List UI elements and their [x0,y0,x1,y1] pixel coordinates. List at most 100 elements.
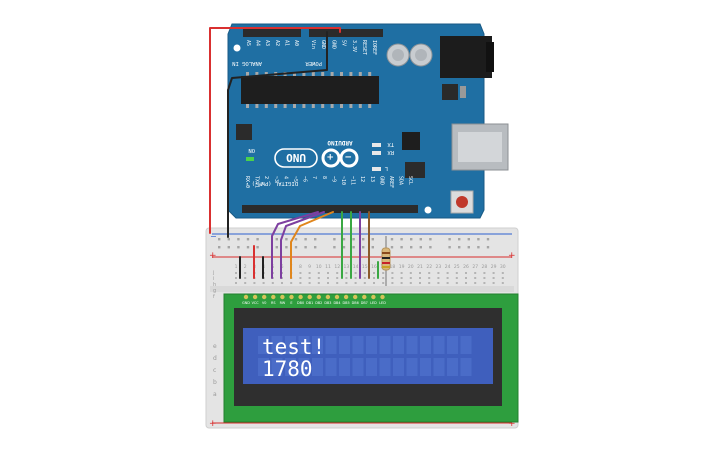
tie-hole[interactable] [317,272,320,274]
lcd-pin[interactable] [280,294,285,300]
rail-hole[interactable] [477,238,480,241]
tie-hole[interactable] [382,282,385,284]
rail-hole[interactable] [304,238,307,241]
rail-hole[interactable] [314,238,317,241]
tie-hole[interactable] [501,277,504,279]
tie-hole[interactable] [373,282,375,284]
rail-hole[interactable] [314,246,317,249]
tie-hole[interactable] [465,277,467,279]
tie-hole[interactable] [336,272,339,274]
tie-hole[interactable] [483,272,486,274]
tie-hole[interactable] [363,272,366,274]
rail-hole[interactable] [400,238,403,241]
rail-hole[interactable] [486,238,490,241]
rail-hole[interactable] [237,238,240,241]
rail-hole[interactable] [362,246,365,249]
tie-hole[interactable] [483,282,486,284]
rail-hole[interactable] [400,246,403,249]
tie-hole[interactable] [419,272,421,274]
rail-hole[interactable] [467,246,470,249]
tie-hole[interactable] [327,277,329,279]
tie-hole[interactable] [455,282,458,284]
tie-hole[interactable] [345,277,348,279]
tie-hole[interactable] [437,277,440,279]
tie-hole[interactable] [373,272,375,274]
wire-pin12-rs[interactable] [271,211,319,279]
rail-hole[interactable] [410,246,413,249]
tie-hole[interactable] [308,277,311,279]
tie-hole[interactable] [474,277,477,279]
tie-hole[interactable] [465,272,467,274]
lcd-pin[interactable] [316,294,321,300]
tie-hole[interactable] [235,277,237,279]
rail-hole[interactable] [371,246,374,249]
tie-hole[interactable] [354,272,357,274]
rail-hole[interactable] [458,246,461,249]
rail-hole[interactable] [294,246,298,249]
wire-5v-red[interactable] [209,27,341,234]
tie-hole[interactable] [428,272,431,274]
tie-hole[interactable] [400,282,403,284]
tie-hole[interactable] [382,277,385,279]
rail-hole[interactable] [390,238,394,241]
tie-hole[interactable] [391,277,394,279]
rail-hole[interactable] [352,246,355,249]
lcd-pin[interactable] [298,294,303,300]
tie-hole[interactable] [409,282,412,284]
lcd-pin[interactable] [334,294,340,300]
tie-hole[interactable] [253,282,256,284]
tie-hole[interactable] [455,272,458,274]
tie-hole[interactable] [391,272,394,274]
tie-hole[interactable] [363,277,366,279]
lcd-pin[interactable] [271,294,276,300]
tie-hole[interactable] [299,282,302,284]
resistor[interactable] [381,236,391,286]
tie-hole[interactable] [474,272,477,274]
tie-hole[interactable] [409,277,412,279]
tie-hole[interactable] [354,277,357,279]
tie-hole[interactable] [363,282,366,284]
tie-hole[interactable] [437,272,440,274]
tie-hole[interactable] [336,277,339,279]
tie-hole[interactable] [262,282,265,284]
rail-hole[interactable] [218,238,221,241]
rail-hole[interactable] [227,238,230,241]
rail-hole[interactable] [467,238,470,241]
wire-gnd-black[interactable] [227,31,328,238]
tie-hole[interactable] [244,282,247,284]
tie-hole[interactable] [501,272,504,274]
rail-hole[interactable] [333,238,336,241]
lcd-pin[interactable] [243,294,249,300]
rail-hole[interactable] [448,238,451,241]
rail-hole[interactable] [256,246,259,249]
tie-hole[interactable] [446,277,449,279]
rail-hole[interactable] [390,246,394,249]
rail-hole[interactable] [294,238,298,241]
rail-hole[interactable] [285,246,288,249]
tie-hole[interactable] [409,272,412,274]
rail-hole[interactable] [477,246,480,249]
lcd-pin[interactable] [343,294,349,300]
rail-hole[interactable] [448,246,451,249]
rail-hole[interactable] [342,238,346,241]
tie-hole[interactable] [474,282,477,284]
tie-hole[interactable] [400,272,403,274]
rail-hole[interactable] [275,238,278,241]
tie-hole[interactable] [428,277,431,279]
tie-hole[interactable] [492,272,495,274]
tie-hole[interactable] [271,282,274,284]
tie-hole[interactable] [446,272,449,274]
wire-pin11-e[interactable] [280,211,325,279]
tie-hole[interactable] [290,282,293,284]
tie-hole[interactable] [382,272,385,274]
lcd-pin[interactable] [307,294,312,300]
tie-hole[interactable] [400,277,403,279]
rail-hole[interactable] [246,246,250,249]
rail-hole[interactable] [410,238,413,241]
tie-hole[interactable] [244,277,247,279]
rail-hole[interactable] [419,238,422,241]
wire-lcd-e-orange[interactable] [290,211,334,279]
lcd-pin[interactable] [371,294,376,300]
tie-hole[interactable] [299,272,302,274]
